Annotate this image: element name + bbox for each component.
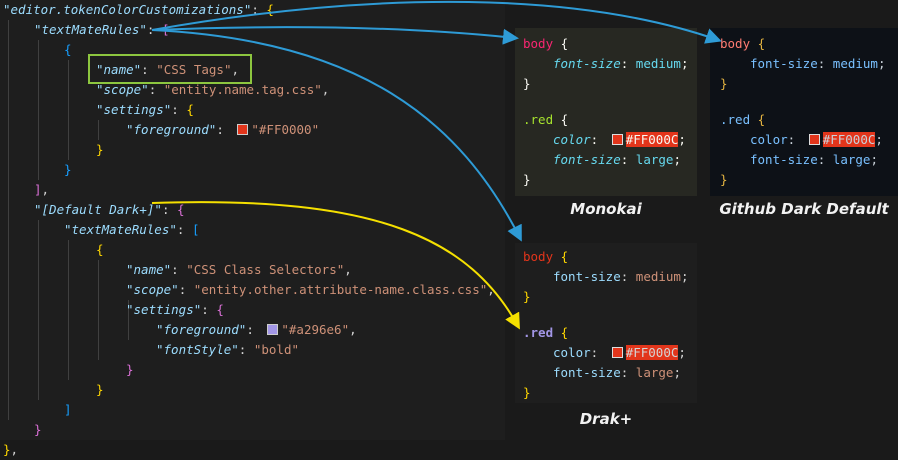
- settings-json-editor[interactable]: "editor.tokenColorCustomizations": { "te…: [0, 0, 505, 457]
- code-line: "settings": {: [96, 102, 194, 117]
- json-key: "textMateRules": [64, 222, 177, 237]
- code-line: "foreground": "#FF0000": [126, 122, 320, 137]
- json-string: "bold": [253, 342, 300, 357]
- code-line: "name": "CSS Class Selectors",: [126, 262, 352, 277]
- color-swatch[interactable]: [267, 324, 279, 335]
- monokai-caption: Monokai: [570, 200, 642, 218]
- json-key: "settings": [96, 102, 172, 117]
- drak-preview: body { font-size: medium; } .red { color…: [515, 243, 697, 403]
- indent-guide: [8, 20, 9, 420]
- color-swatch[interactable]: [237, 124, 249, 135]
- json-key: "foreground": [156, 322, 247, 337]
- json-string: "entity.name.tag.css": [163, 82, 322, 97]
- json-string: "CSS Class Selectors": [186, 262, 345, 277]
- selector-red: .red: [523, 325, 554, 340]
- code-line: ]: [64, 402, 72, 417]
- code-line: "editor.tokenColorCustomizations": {: [3, 2, 274, 17]
- indent-guide: [38, 220, 39, 400]
- json-key: "name": [96, 62, 142, 77]
- code-line: {: [96, 242, 104, 257]
- selector-body: body: [523, 249, 554, 264]
- indent-guide: [68, 60, 69, 160]
- code-line: "fontStyle": "bold": [156, 342, 300, 357]
- code-line: },: [3, 442, 19, 457]
- indent-guide: [98, 260, 99, 360]
- code-line: "scope": "entity.other.attribute-name.cl…: [126, 282, 495, 297]
- selector-red: .red: [523, 112, 554, 127]
- code-line: }: [126, 362, 134, 377]
- code-line: }: [34, 422, 42, 437]
- json-key: "editor.tokenColorCustomizations": [3, 2, 252, 17]
- code-line: "[Default Dark+]": {: [34, 202, 185, 217]
- json-key: "[Default Dark+]": [34, 202, 162, 217]
- selector-red: .red: [720, 112, 751, 127]
- monokai-preview: body { font-size: medium; } .red { color…: [515, 28, 697, 196]
- code-line: "textMateRules": [: [64, 222, 200, 237]
- json-string: "entity.other.attribute-name.class.css": [193, 282, 488, 297]
- name-highlight-box: [88, 54, 252, 84]
- indent-guide: [128, 300, 129, 340]
- indent-guide: [38, 40, 39, 180]
- json-string: "#a296e6": [281, 322, 350, 337]
- json-key: "textMateRules": [34, 22, 147, 37]
- github-caption: Github Dark Default: [719, 200, 889, 218]
- code-line: "textMateRules": [: [34, 22, 170, 37]
- github-dark-preview: body { font-size: medium; } .red { color…: [710, 28, 898, 196]
- json-key: "foreground": [126, 122, 217, 137]
- indent-guide: [98, 120, 99, 140]
- json-key: "settings": [126, 302, 202, 317]
- code-line: "settings": {: [126, 302, 224, 317]
- drak-caption: Drak+: [579, 410, 633, 428]
- indent-guide: [68, 240, 69, 380]
- code-line: {: [64, 42, 72, 57]
- json-string: "#FF0000": [251, 122, 320, 137]
- code-line: "foreground": "#a296e6",: [156, 322, 357, 337]
- code-line: }: [64, 162, 72, 177]
- code-line: }: [96, 382, 104, 397]
- selector-body: body: [523, 36, 554, 51]
- json-key: "fontStyle": [156, 342, 239, 357]
- json-key: "scope": [96, 82, 149, 97]
- selector-body: body: [720, 36, 751, 51]
- json-key: "name": [126, 262, 172, 277]
- json-key: "scope": [126, 282, 179, 297]
- code-line: ],: [34, 182, 50, 197]
- code-line: }: [96, 142, 104, 157]
